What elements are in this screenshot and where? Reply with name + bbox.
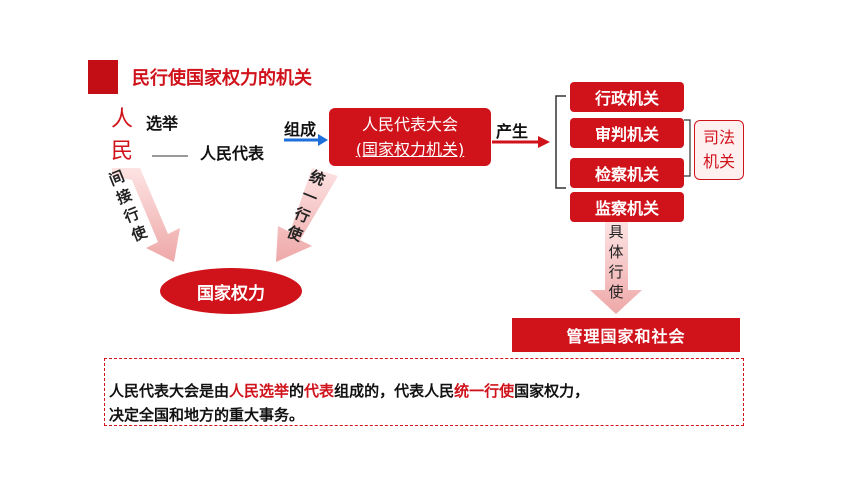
deputies-label: 人民代表 (200, 144, 265, 163)
note-highlight: 代表 (304, 382, 335, 400)
concrete-arrow (590, 222, 642, 314)
npc-title: 人民代表大会 (361, 115, 458, 134)
people-char-2: 民 (110, 139, 133, 164)
organ-executive: 行政机关 (570, 82, 684, 112)
judicial-line-1: 司法 (702, 128, 735, 147)
note-highlight: 人民选举 (229, 382, 290, 400)
organ-judicial: 审判机关 (570, 118, 684, 148)
indirect-arrow (112, 168, 180, 262)
judicial-bracket (684, 119, 691, 177)
concrete-char: 使 (608, 283, 624, 301)
compose-label: 组成 (284, 120, 317, 139)
judicial-line-2: 机关 (702, 152, 735, 171)
title-marker (88, 60, 118, 94)
note-text: 的 (289, 382, 305, 400)
organ-procuratorate: 检察机关 (570, 158, 684, 188)
concrete-char: 体 (608, 243, 624, 261)
summary-note: 人民代表大会是由人民选举的代表组成的，代表人民统一行使国家权力， 决定全国和地方… (104, 358, 744, 426)
judicial-organs-box: 司法 机关 (694, 120, 744, 180)
concrete-char: 行 (608, 263, 624, 281)
note-text-line2: 决定全国和地方的重大事务。 (109, 406, 305, 424)
note-text: 组成的，代表人民 (334, 382, 455, 400)
npc-subtitle: (国家权力机关) (355, 140, 465, 159)
note-text: 国家权力， (514, 382, 590, 400)
concrete-char: 具 (608, 223, 624, 241)
compose-arrow-head (318, 134, 328, 146)
people-label: 人 民 (110, 104, 134, 168)
elect-label: 选举 (146, 114, 179, 133)
npc-box: 人民代表大会 (国家权力机关) (329, 108, 491, 166)
organ-bracket (555, 95, 566, 189)
unified-arrow (276, 168, 338, 262)
produce-arrow-head (538, 136, 550, 148)
produce-label: 产生 (496, 122, 529, 141)
organ-supervisory: 监察机关 (570, 192, 684, 222)
note-highlight: 统一行使 (454, 382, 515, 400)
page-title: 民行使国家权力的机关 (132, 68, 312, 89)
people-char-1: 人 (110, 107, 133, 132)
note-text: 人民代表大会是由 (109, 382, 230, 400)
manage-state-society: 管理国家和社会 (512, 318, 740, 352)
state-power-node: 国家权力 (160, 268, 302, 314)
concrete-label: 具 体 行 使 (606, 222, 626, 302)
